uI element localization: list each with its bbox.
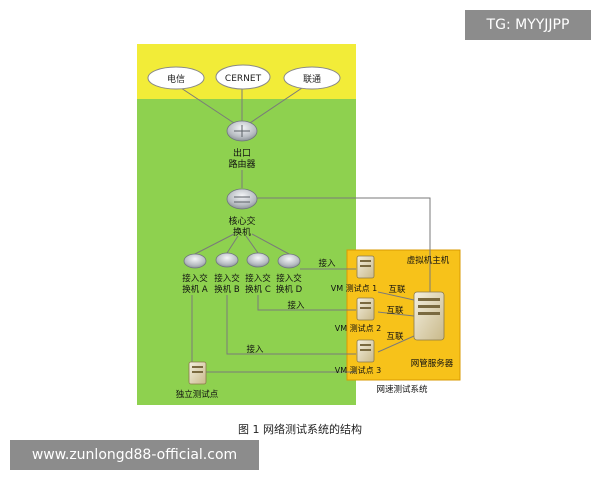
- link-access-b-vm3: [226, 295, 356, 355]
- vm-test-point-3-label: VM 测试点 3: [335, 365, 382, 375]
- vm-test-point-3: VM 测试点 3: [335, 339, 382, 375]
- link-core-access-a: [194, 233, 235, 255]
- link-core-vm-host: [256, 197, 431, 292]
- cloud-telecom-label: 电信: [167, 73, 185, 85]
- access-switch-d-label-2: 换机 D: [276, 284, 303, 295]
- cloud-cernet-label: CERNET: [225, 74, 262, 84]
- exit-router-label-1: 出口: [233, 147, 251, 159]
- access-switch-c: 接入交 换机 C: [245, 252, 271, 295]
- link-label-interconnect-3: 互联: [386, 332, 404, 342]
- cloud-cernet: CERNET: [215, 64, 271, 90]
- link-label-interconnect-2: 互联: [386, 306, 404, 316]
- standalone-test-point: 独立测试点: [176, 361, 219, 400]
- link-vm1-server: [377, 291, 415, 301]
- access-switch-c-label-1: 接入交: [245, 273, 271, 284]
- vm-test-point-1-label: VM 测试点 1: [331, 283, 378, 293]
- campus-network-zone: [137, 99, 356, 405]
- vm-test-point-1: VM 测试点 1: [331, 255, 378, 293]
- vm-host-label: 虚拟机主机: [407, 255, 450, 266]
- switch-icon: [246, 252, 270, 268]
- switch-icon: [226, 188, 258, 210]
- access-switch-b: 接入交 换机 B: [214, 252, 240, 295]
- link-label-interconnect-1: 互联: [388, 285, 406, 295]
- access-switch-d-label-1: 接入交: [276, 273, 302, 284]
- exit-router: 出口 路由器: [226, 120, 258, 170]
- access-switch-b-label-1: 接入交: [214, 273, 240, 284]
- link-label-access-3: 接入: [246, 344, 264, 355]
- server-icon: [413, 291, 445, 341]
- link-router-unicom: [243, 85, 306, 128]
- server-label: 网管服务器: [411, 358, 454, 369]
- access-switch-a: 接入交 换机 A: [182, 253, 208, 295]
- exit-router-label-2: 路由器: [228, 158, 255, 170]
- vm-test-point-2: VM 测试点 2: [335, 297, 382, 333]
- access-switch-a-label-1: 接入交: [182, 273, 208, 284]
- link-label-access-1: 接入: [318, 258, 336, 269]
- figure-caption: 图 1 网络测试系统的结构: [238, 423, 362, 436]
- access-switch-a-label-2: 换机 A: [182, 284, 208, 295]
- vm-host-server: 虚拟机主机 网管服务器: [407, 255, 454, 369]
- watermark-url-badge: www.zunlongd88-official.com: [10, 440, 259, 470]
- switch-icon: [215, 252, 239, 268]
- vm-test-point-2-label: VM 测试点 2: [335, 323, 382, 333]
- switch-icon: [183, 253, 207, 269]
- link-core-access-c: [245, 235, 259, 254]
- standalone-test-point-label: 独立测试点: [176, 389, 219, 400]
- connection-lines: [177, 85, 431, 373]
- cloud-telecom: 电信: [147, 66, 205, 90]
- core-switch-label-2: 换机: [233, 226, 251, 238]
- link-core-access-d: [251, 233, 290, 255]
- link-label-access-2: 接入: [287, 300, 305, 311]
- cloud-unicom-label: 联通: [303, 74, 321, 85]
- cloud-unicom: 联通: [283, 66, 341, 90]
- watermark-tg-badge: TG: MYYJJPP: [465, 10, 591, 40]
- link-router-telecom: [177, 85, 241, 128]
- link-vm2-server: [377, 311, 415, 317]
- link-vm3-server: [377, 335, 415, 353]
- test-system-label: 网速测试系统: [376, 384, 428, 395]
- switch-icon: [277, 253, 301, 269]
- access-switch-c-label-2: 换机 C: [245, 284, 271, 295]
- core-switch: 核心交 换机: [226, 188, 258, 238]
- access-switch-d: 接入交 换机 D: [276, 253, 303, 295]
- core-switch-label-1: 核心交: [228, 215, 255, 227]
- link-core-access-b: [226, 235, 239, 254]
- link-access-c-vm2: [257, 295, 356, 311]
- access-switch-b-label-2: 换机 B: [214, 284, 240, 295]
